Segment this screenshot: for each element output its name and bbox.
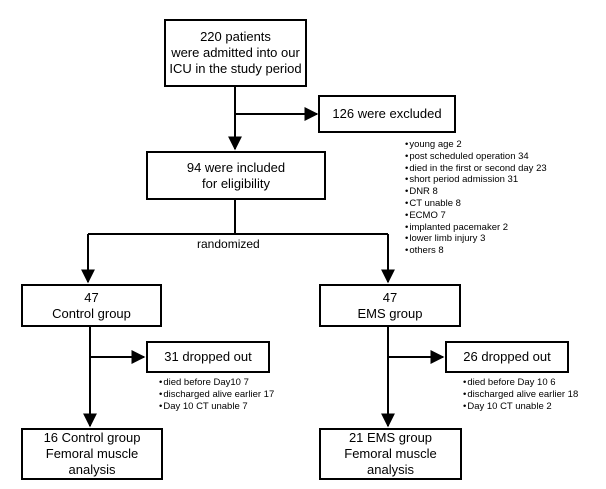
ems-count-text: 47	[382, 289, 398, 305]
control-count-text: 47	[84, 289, 99, 305]
dropout-reason: discharged alive earlier 18	[463, 389, 578, 401]
ems-dropout-reasons-list: died before Day 10 6 discharged alive ea…	[463, 377, 578, 412]
dropout-reason: Day 10 CT unable 7	[159, 401, 274, 413]
ems-final-text-line2: Femoral muscle	[344, 446, 437, 461]
exclusion-reason: short period admission 31	[405, 174, 547, 186]
control-dropped-text: 31 dropped out	[164, 349, 252, 364]
box-control-final: 16 Control group Femoral muscle analysis	[21, 428, 163, 480]
included-text-line2: for eligibility	[202, 175, 270, 191]
included-text-line1: 94 were included	[186, 159, 286, 175]
dropout-reason: died before Day 10 6	[463, 377, 578, 389]
exclusion-reason: others 8	[405, 245, 547, 257]
exclusion-reasons-list: young age 2 post scheduled operation 34 …	[405, 139, 547, 257]
box-ems-group: 47 EMS group	[319, 284, 461, 327]
exclusion-reason: ECMO 7	[405, 210, 547, 222]
box-included: 94 were included for eligibility	[146, 151, 326, 200]
admitted-text-line2: were admitted into our	[171, 45, 300, 60]
exclusion-reason: post scheduled operation 34	[405, 151, 547, 163]
control-final-text-line2: Femoral muscle	[45, 446, 139, 461]
excluded-text: 126 were excluded	[332, 106, 442, 121]
ems-dropped-text: 26 dropped out	[463, 349, 551, 364]
ems-final-text-line1: 21 EMS group	[348, 430, 433, 445]
exclusion-reason: lower limb injury 3	[405, 233, 547, 245]
box-control-dropped: 31 dropped out	[146, 341, 270, 373]
exclusion-reason: died in the first or second day 23	[405, 163, 546, 175]
control-final-text-line1: 16 Control group	[43, 430, 141, 445]
exclusion-reason: CT unable 8	[405, 198, 547, 210]
exclusion-reason: young age 2	[405, 139, 547, 151]
ems-label-text: EMS group	[357, 305, 423, 321]
ems-final-text-line3: analysis	[367, 462, 414, 477]
control-final-text-line3: analysis	[68, 462, 116, 477]
exclusion-reason: implanted pacemaker 2	[405, 222, 547, 234]
admitted-text-line3: ICU in the study period	[169, 61, 302, 76]
control-label-text: Control group	[52, 305, 131, 321]
box-control-group: 47 Control group	[21, 284, 162, 327]
randomized-label: randomized	[197, 237, 260, 251]
dropout-reason: discharged alive earlier 17	[159, 389, 274, 401]
box-ems-dropped: 26 dropped out	[445, 341, 569, 373]
admitted-count-text: 220 patients	[200, 29, 271, 44]
control-dropout-reasons-list: died before Day10 7 discharged alive ear…	[159, 377, 274, 412]
exclusion-reason: DNR 8	[405, 186, 547, 198]
box-excluded: 126 were excluded	[318, 95, 456, 133]
dropout-reason: died before Day10 7	[159, 377, 274, 389]
dropout-reason: Day 10 CT unable 2	[463, 401, 578, 413]
box-admitted: 220 patients were admitted into our ICU …	[164, 19, 307, 87]
box-ems-final: 21 EMS group Femoral muscle analysis	[319, 428, 462, 480]
